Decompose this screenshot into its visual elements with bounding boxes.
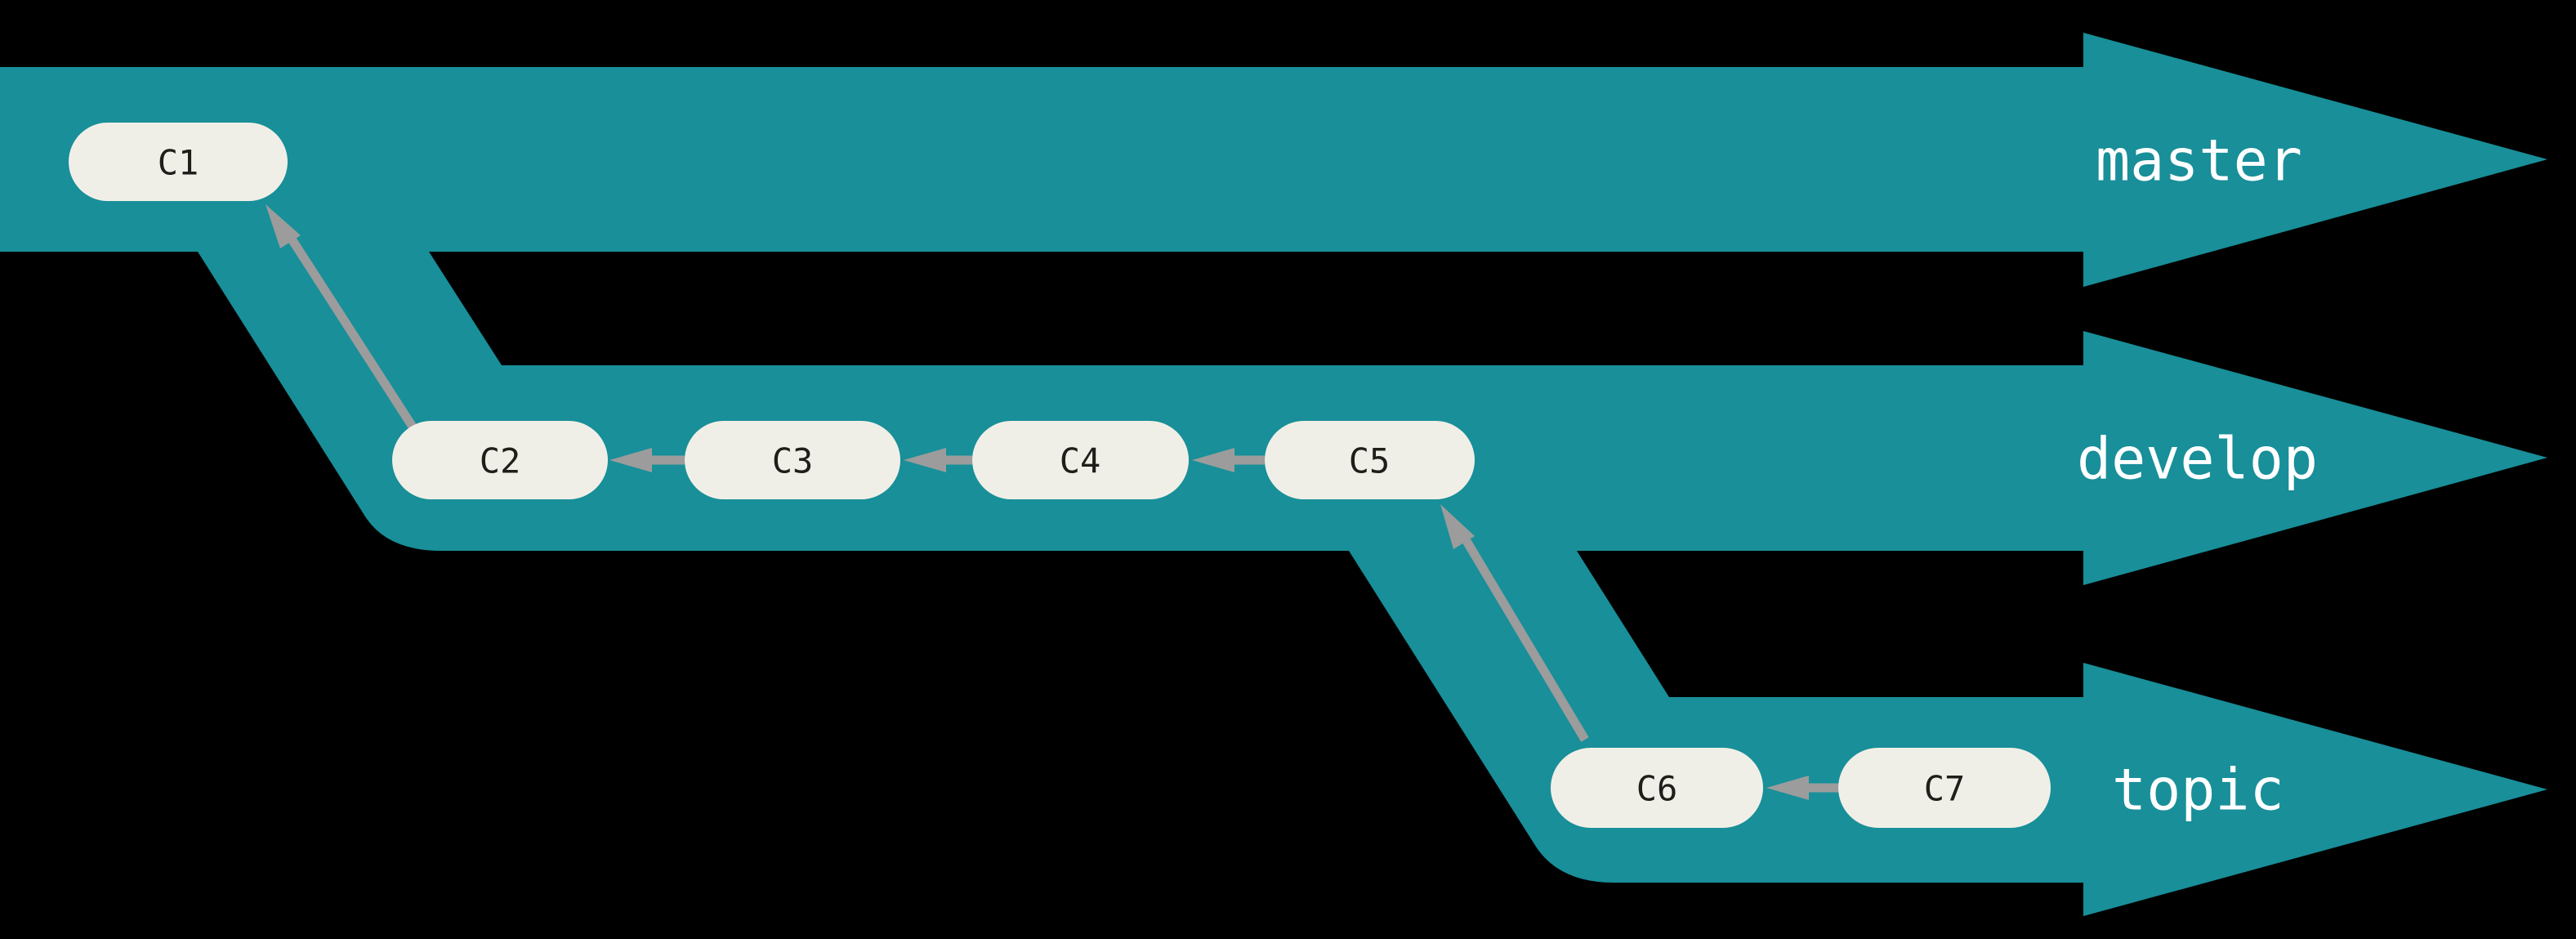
arrow-head-c4-c3: [904, 448, 946, 472]
commit-label-c3: C3: [772, 441, 814, 481]
commit-node-c7: [1838, 748, 2051, 828]
branch-band-develop: [198, 252, 2547, 585]
branch-label-develop: develop: [2077, 426, 2318, 493]
commit-node-c3: [685, 421, 900, 499]
commit-node-c2: [392, 421, 608, 499]
arrow-head-c6-c5: [1440, 504, 1475, 549]
commit-label-c7: C7: [1924, 769, 1966, 809]
commit-node-c6: [1551, 748, 1763, 828]
commit-node-c1: [69, 123, 288, 201]
commit-nodes: C1 C2 C3 C4 C5 C6 C7: [69, 123, 2051, 828]
commit-label-c1: C1: [158, 143, 199, 183]
branch-label-topic: topic: [2112, 757, 2284, 824]
arrow-shaft-c2-c1: [288, 238, 421, 436]
branch-band-master: [0, 33, 2547, 287]
arrow-head-c5-c4: [1192, 448, 1234, 472]
branch-label-master: master: [2096, 127, 2302, 195]
commit-label-c6: C6: [1636, 769, 1678, 809]
arrow-shaft-c6-c5: [1462, 539, 1589, 742]
branch-labels: master develop topic: [2077, 127, 2318, 824]
arrow-head-c7-c6: [1766, 776, 1809, 800]
commit-node-c5: [1265, 421, 1475, 499]
commit-label-c2: C2: [480, 441, 521, 481]
parent-arrows: [266, 204, 1838, 800]
commit-node-c4: [972, 421, 1189, 499]
arrow-head-c2-c1: [266, 204, 301, 248]
commit-label-c4: C4: [1060, 441, 1101, 481]
arrow-head-c3-c2: [609, 448, 652, 472]
commit-label-c5: C5: [1349, 441, 1391, 481]
